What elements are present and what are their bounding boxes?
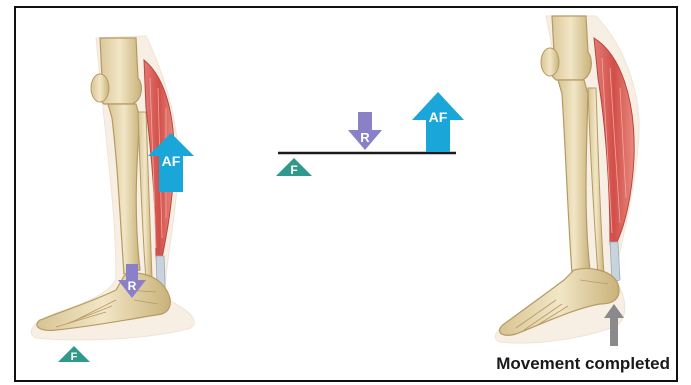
center-effort-label: AF (429, 109, 448, 125)
right-leg-illustration (495, 16, 639, 343)
lever-diagram: AF R F F R AF (16, 8, 678, 382)
left-resistance-label: R (128, 279, 137, 293)
left-patella (91, 74, 109, 102)
center-resistance-label: R (360, 130, 370, 145)
figure-frame: AF R F F R AF (14, 6, 678, 382)
lever-schematic: F R AF (276, 92, 464, 177)
right-patella (541, 48, 559, 76)
left-fulcrum-label: F (71, 351, 78, 363)
left-fulcrum: F (58, 346, 90, 363)
right-tibia (558, 80, 590, 274)
movement-caption: Movement completed (496, 354, 670, 374)
center-fulcrum-label: F (290, 163, 297, 177)
left-effort-label: AF (162, 153, 181, 169)
